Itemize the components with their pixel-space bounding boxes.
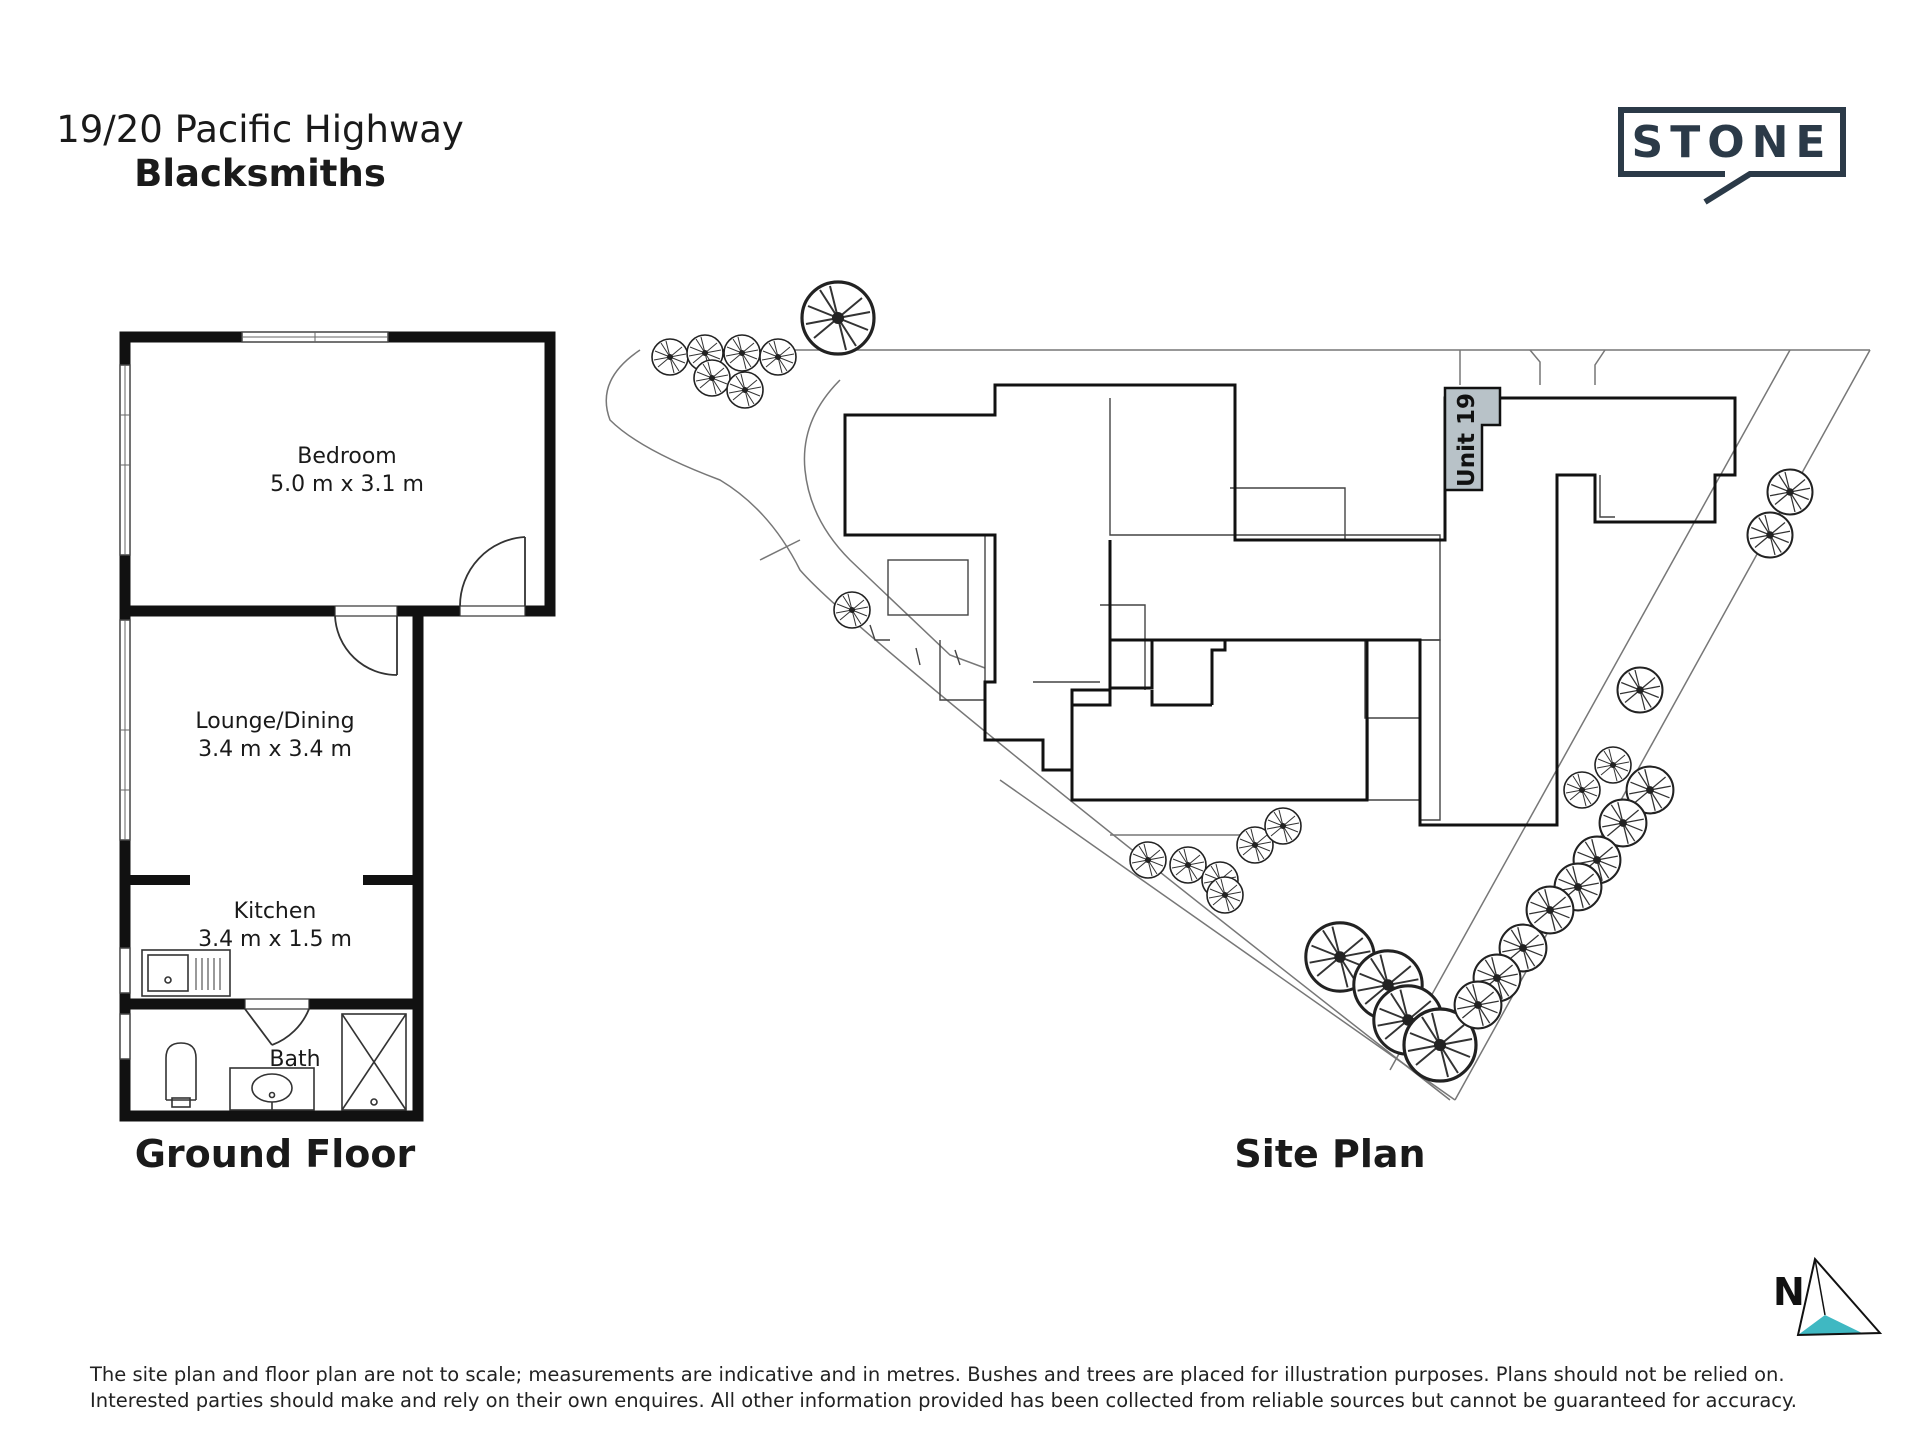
unit-19-highlight <box>1443 386 1502 492</box>
disclaimer-line-2: Interested parties should make and rely … <box>90 1389 1797 1412</box>
room-size-lounge-dining: 3.4 m x 3.4 m <box>198 737 352 762</box>
disclaimer-line-1: The site plan and floor plan are not to … <box>90 1363 1785 1386</box>
logo-text: STONE <box>1632 117 1833 168</box>
property-suburb: Blacksmiths <box>134 152 386 195</box>
disclaimer: The site plan and floor plan are not to … <box>90 1362 1850 1414</box>
north-arrow: N <box>1773 1256 1883 1337</box>
site-plan: Unit 19 <box>605 280 1871 1101</box>
room-name-lounge-dining: Lounge/Dining <box>195 709 354 734</box>
site-trees <box>651 280 1814 1083</box>
ground-floor-caption: Ground Floor <box>134 1132 416 1176</box>
property-address: 19/20 Pacific Highway <box>56 108 464 151</box>
room-name-bedroom: Bedroom <box>297 444 397 469</box>
stone-logo: STONE <box>1618 107 1846 205</box>
room-name-bath: Bath <box>269 1047 320 1072</box>
room-size-kitchen: 3.4 m x 1.5 m <box>198 927 352 952</box>
north-label: N <box>1773 1270 1805 1314</box>
unit-19-label: Unit 19 <box>1454 393 1480 487</box>
site-plan-caption: Site Plan <box>1234 1132 1426 1176</box>
ground-floor-plan: Bedroom 5.0 m x 3.1 m Lounge/Dining 3.4 … <box>119 331 556 1122</box>
room-size-bedroom: 5.0 m x 3.1 m <box>270 472 424 497</box>
room-name-kitchen: Kitchen <box>234 899 317 924</box>
